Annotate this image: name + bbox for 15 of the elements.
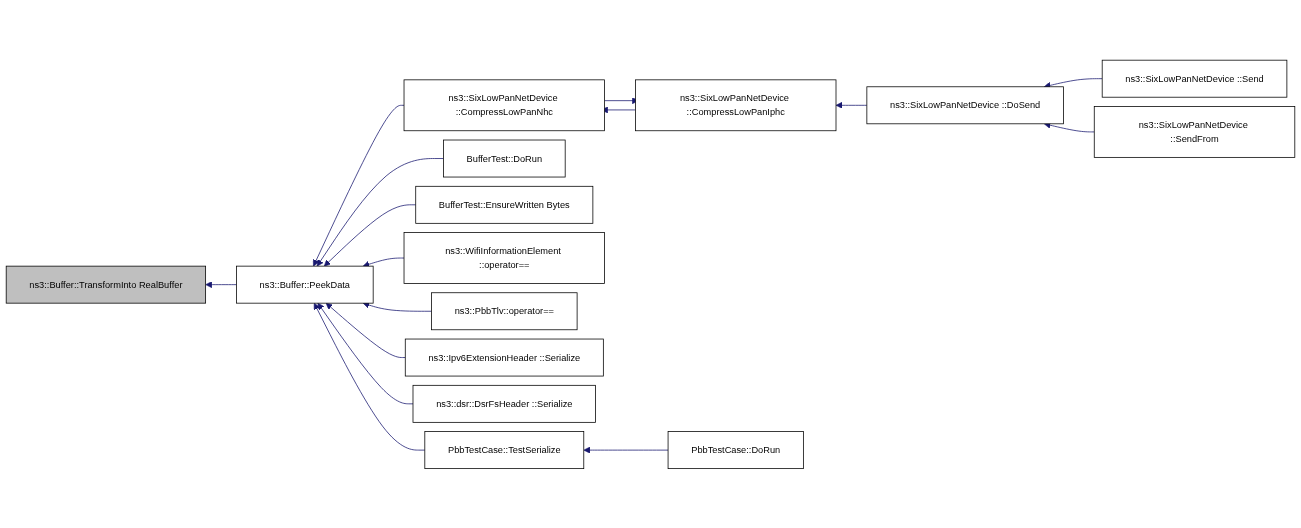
node-box: ns3::SixLowPanNetDevice ::Send <box>1101 59 1288 98</box>
node-box: ns3::SixLowPanNetDevice ::CompressLowPanNhc <box>403 79 605 131</box>
node-box: ns3::SixLowPanNetDevice ::SendFrom <box>1093 105 1296 158</box>
node-box: ns3::PbbTlv::operator== <box>431 291 578 330</box>
node-box: ns3::dsr::DsrFsHeader ::Serialize <box>412 384 596 423</box>
node-box: ns3::Ipv6ExtensionHeader ::Serialize <box>404 338 604 377</box>
node-box: ns3::WifiInformationElement ::operator== <box>403 231 605 284</box>
node-box: ns3::Buffer::PeekData <box>236 265 374 304</box>
node-box: ns3::Buffer::TransformInto RealBuffer <box>5 265 206 304</box>
node-box: ns3::SixLowPanNetDevice ::DoSend <box>866 86 1064 124</box>
node-box: BufferTest::EnsureWritten Bytes <box>415 185 594 224</box>
node-box: PbbTestCase::TestSerialize <box>424 430 585 469</box>
node-box: BufferTest::DoRun <box>443 139 566 177</box>
node-box: PbbTestCase::DoRun <box>667 430 804 469</box>
node-box: ns3::SixLowPanNetDevice ::CompressLowPanIphc <box>635 79 837 131</box>
